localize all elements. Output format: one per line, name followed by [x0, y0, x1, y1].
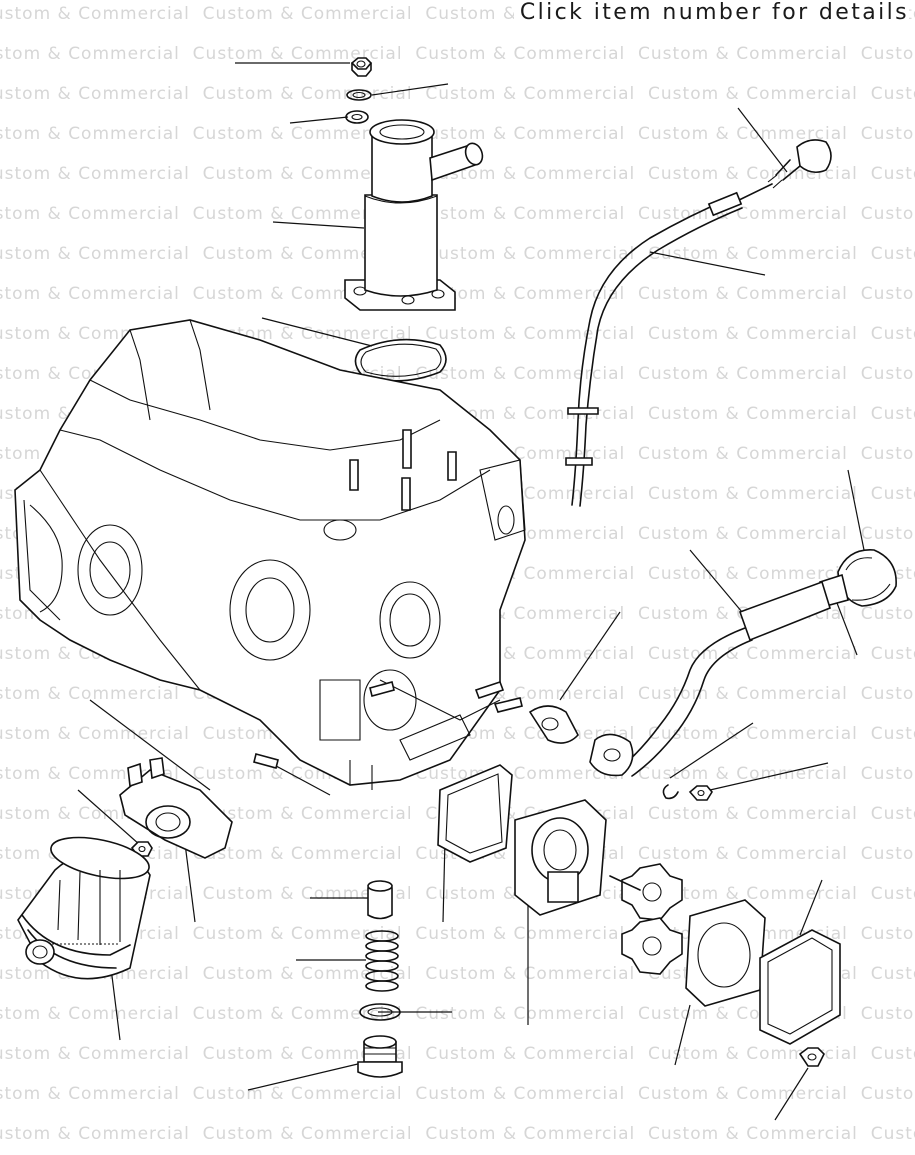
part-breather-cap[interactable] — [819, 549, 897, 607]
part-relief-valve-plunger[interactable] — [367, 880, 393, 920]
part-stud[interactable] — [253, 429, 523, 769]
part-crankcase[interactable] — [14, 319, 526, 790]
part-oil-pump-body[interactable] — [514, 799, 607, 916]
leader-lines — [77, 62, 866, 1121]
part-nut-top[interactable] — [350, 57, 373, 77]
part-pump-cover[interactable] — [759, 929, 841, 1045]
part-oil-filter[interactable] — [17, 830, 153, 980]
part-filter-head[interactable] — [119, 757, 233, 859]
part-pump-gasket[interactable] — [437, 764, 513, 863]
part-cover-gasket[interactable] — [685, 899, 766, 1007]
part-cover-nut[interactable] — [798, 1047, 825, 1067]
part-oil-filler-neck[interactable] — [344, 119, 485, 311]
part-spring-washer-top[interactable] — [346, 89, 372, 101]
part-relief-valve-washer[interactable] — [359, 1003, 401, 1021]
part-washer-top[interactable] — [345, 110, 369, 124]
part-relief-valve-plug[interactable] — [357, 1035, 403, 1078]
part-dipstick-tube[interactable] — [565, 191, 743, 507]
part-pump-gears[interactable] — [609, 863, 683, 975]
part-filler-neck-gasket[interactable] — [354, 338, 447, 382]
part-dipstick[interactable] — [734, 139, 832, 203]
part-flange-gasket[interactable] — [528, 705, 579, 744]
instruction-header: Click item number for details — [513, 0, 909, 25]
part-breather-pipe[interactable] — [589, 580, 831, 777]
part-circlip[interactable] — [662, 784, 679, 800]
part-relief-valve-spring[interactable] — [365, 930, 399, 992]
part-pipe-nut[interactable] — [688, 785, 713, 801]
